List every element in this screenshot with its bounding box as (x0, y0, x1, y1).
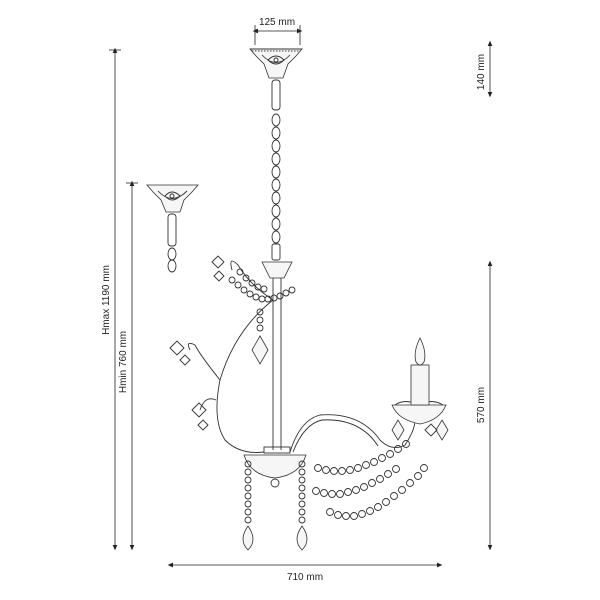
dimension-canopy-height: 140 mm (476, 40, 493, 98)
dimension-hmin: Hmin 760 mm (118, 180, 138, 551)
canopy-height-label: 140 mm (476, 54, 487, 90)
dimension-canopy-width: 125 mm (252, 17, 303, 45)
body-height-label: 570 mm (476, 387, 487, 423)
dimension-hmax: Hmax 1190 mm (101, 47, 121, 551)
dimension-overall-width: 710 mm (167, 562, 443, 583)
ceiling-canopy (249, 48, 303, 79)
canopy-width-label: 125 mm (259, 17, 295, 28)
central-stem (243, 261, 307, 488)
right-arm (289, 414, 416, 453)
hmax-label: Hmax 1190 mm (101, 265, 112, 335)
dimension-body-height: 570 mm (476, 260, 493, 551)
candle (410, 337, 430, 406)
left-arms (169, 255, 274, 453)
hmin-label: Hmin 760 mm (118, 331, 129, 393)
hanging-chain (271, 79, 281, 261)
overall-width-label: 710 mm (287, 572, 323, 583)
short-canopy-variant (146, 184, 199, 273)
bead-garlands (228, 268, 449, 551)
